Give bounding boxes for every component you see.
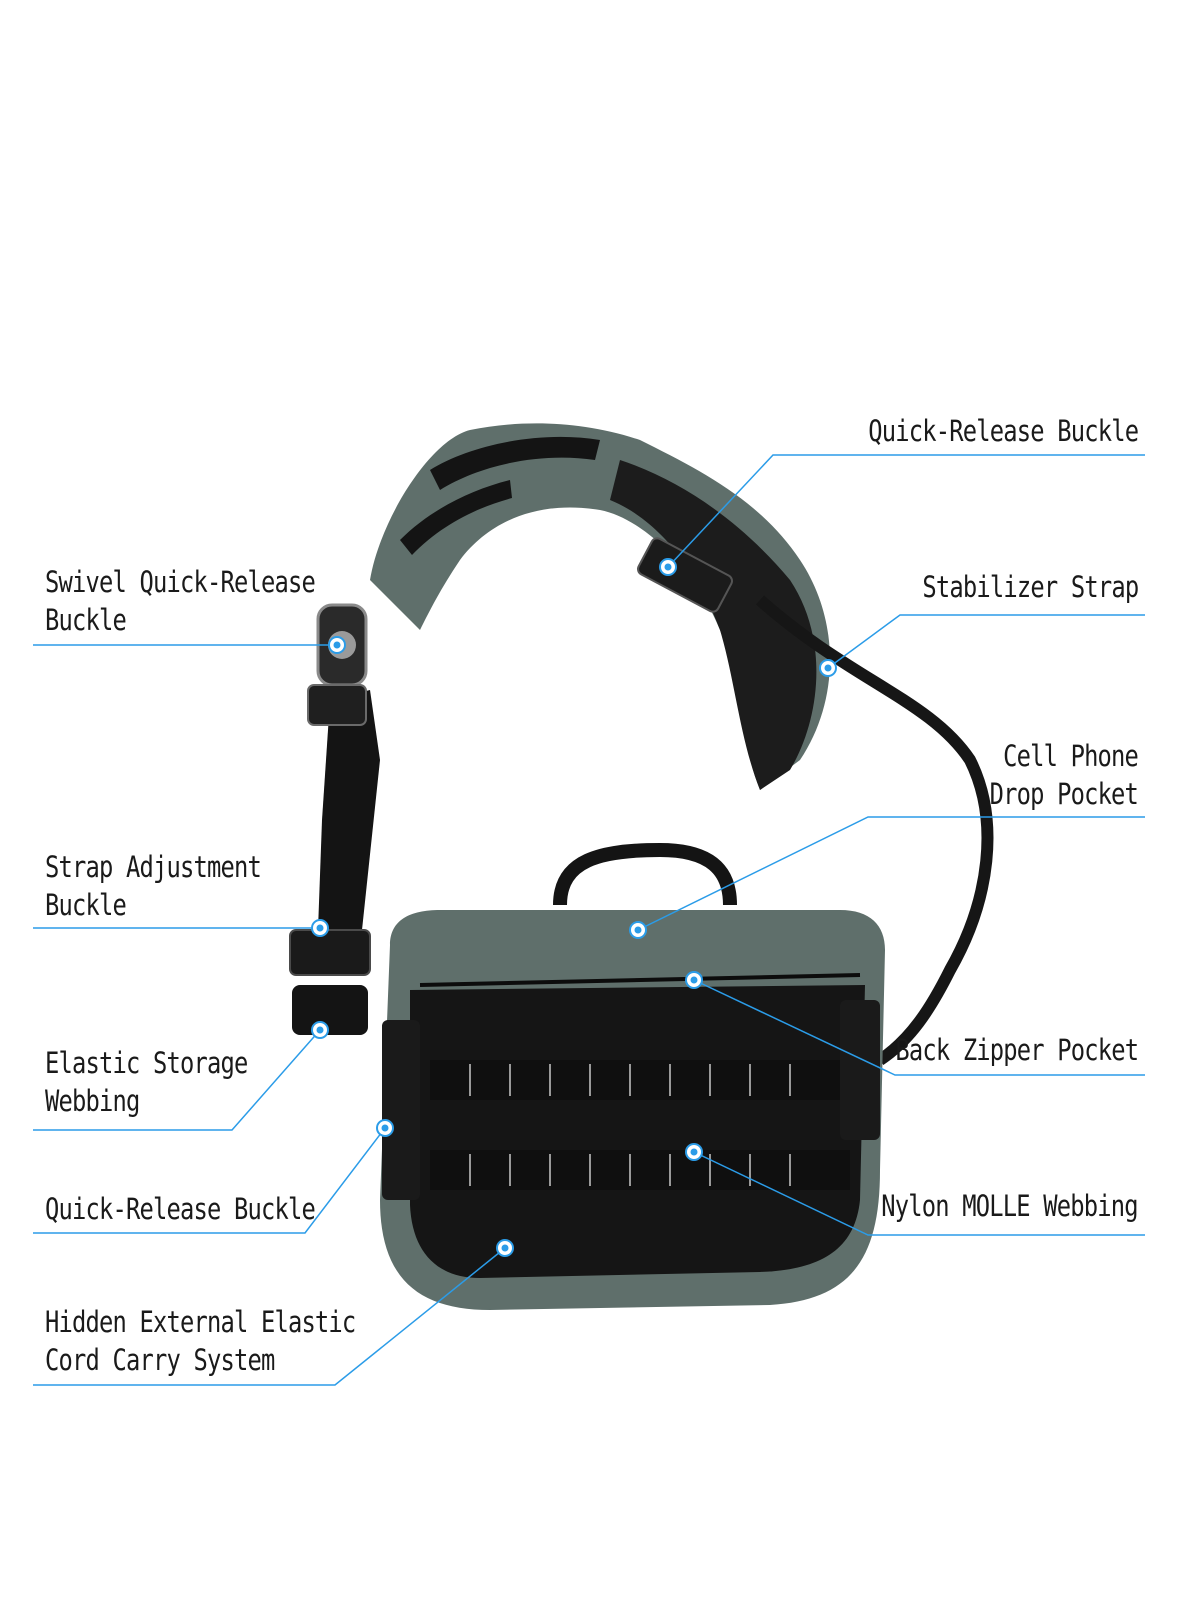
leader-lines (33, 454, 1145, 1386)
adjust-buckle (289, 929, 371, 976)
left-strap (318, 690, 380, 930)
marker-dot-quick-release-top (659, 558, 677, 576)
marker-dot-elastic (311, 1021, 329, 1039)
marker-dot-quick-release-bottom (376, 1119, 394, 1137)
stabilizer-strap-shape (756, 595, 994, 1065)
marker-dot-nylon-molle (685, 1143, 703, 1161)
label-quick-release-buckle-top: Quick-Release Buckle (868, 414, 1139, 448)
marker-dot-swivel (328, 636, 346, 654)
label-nylon-molle-webbing: Nylon MOLLE Webbing (881, 1189, 1139, 1223)
marker-dot-hidden-cord (496, 1239, 514, 1257)
marker-dots (311, 558, 837, 1257)
swivel-buckle (307, 603, 368, 726)
label-stabilizer-strap: Stabilizer Strap (922, 570, 1139, 604)
bag-body (380, 842, 885, 1310)
top-buckle (636, 537, 734, 613)
marker-dot-cell-phone (629, 921, 647, 939)
label-back-zipper-pocket: Back Zipper Pocket (895, 1033, 1139, 1067)
marker-dot-back-zipper (685, 971, 703, 989)
marker-dot-stabilizer (819, 659, 837, 677)
label-quick-release-buckle-bottom: Quick-Release Buckle (45, 1192, 316, 1226)
marker-dot-strap-adjust (311, 919, 329, 937)
strap-end (292, 985, 368, 1035)
shoulder-strap (370, 423, 830, 790)
